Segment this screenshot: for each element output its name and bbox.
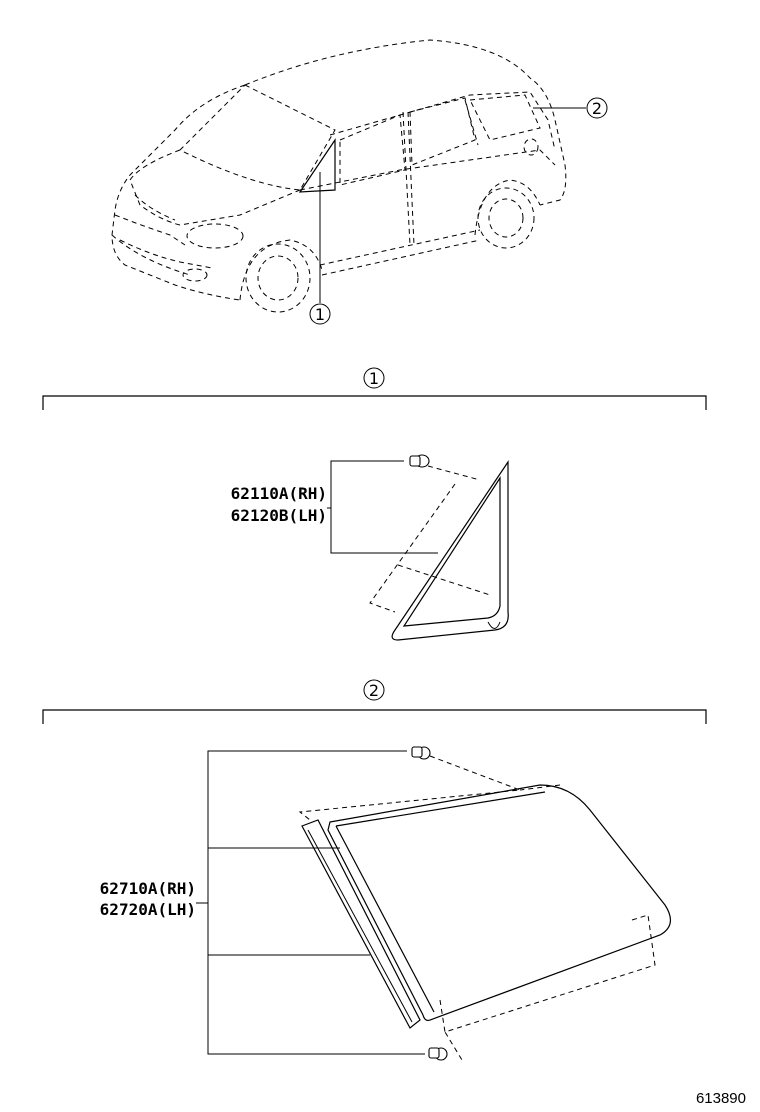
figure-reference-code: 613890 [696,1090,746,1107]
part-number-62110a-rh: 62110A(RH) [231,484,327,503]
callout-2-leader: 2 [533,97,608,119]
clip-icon [409,454,430,468]
quarter-window-glass [391,460,509,641]
rear-quarter-glass-group [207,746,671,1061]
section-2-header: 2 [42,679,707,724]
molding-strip [301,819,421,1029]
section-2-number: 2 [369,681,379,700]
part-number-62720a-lh: 62720A(LH) [100,900,196,919]
vehicle-illustration [111,39,567,313]
part-number-62120b-lh: 62120B(LH) [231,506,327,525]
callout-2-number: 2 [592,99,602,118]
front-quarter-glass-group [330,454,509,641]
section-1-header: 1 [42,367,707,410]
clip-icon [428,1047,448,1061]
part-number-62710a-rh: 62710A(RH) [100,879,196,898]
callout-1-leader: 1 [309,172,331,325]
callout-1-number: 1 [315,305,325,324]
clip-icon [411,746,431,760]
section-1-number: 1 [369,369,379,388]
rear-quarter-window-glass [327,784,671,1022]
